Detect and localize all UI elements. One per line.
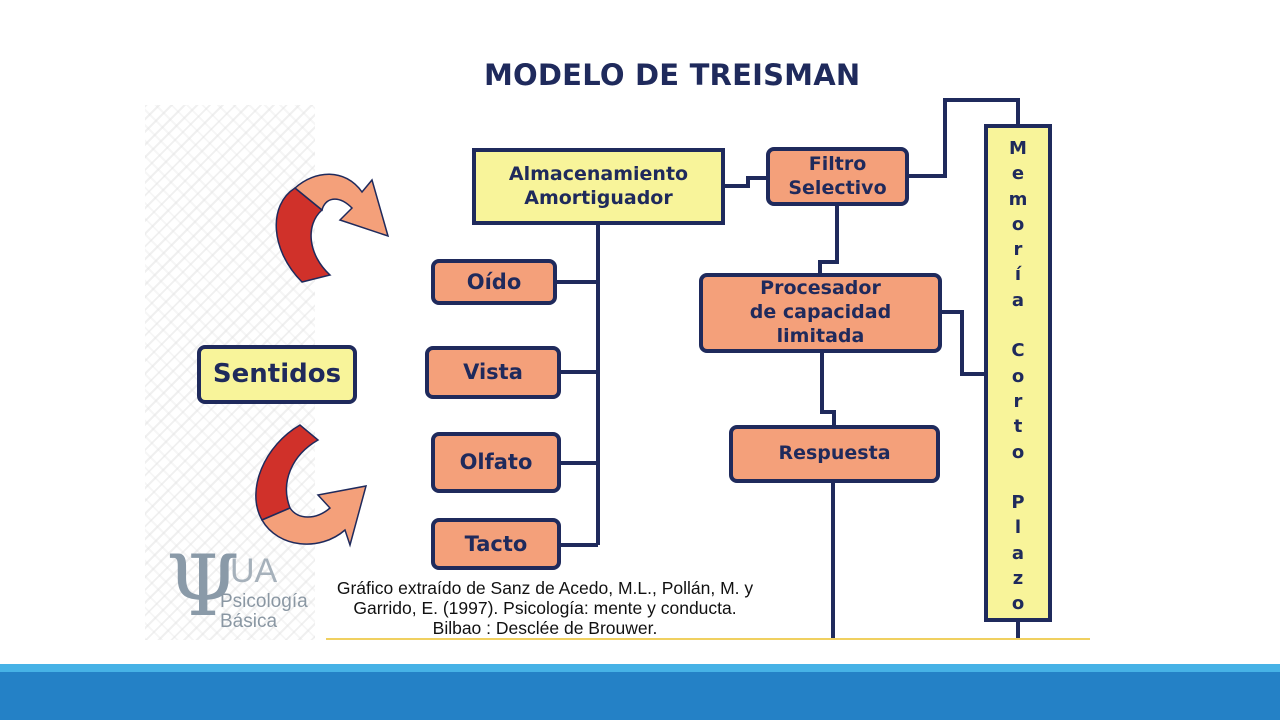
psi-symbol-icon: Ψ — [166, 537, 240, 635]
memoria-letter: r — [1013, 239, 1023, 261]
almacenamiento-line2: Amortiguador — [524, 186, 673, 209]
procesador-line1: Procesador — [760, 277, 881, 300]
memoria-letter: o — [1011, 213, 1025, 235]
psicologia-basica-logo: Ψ UA Psicología Básica — [160, 544, 310, 643]
credit-line2: Garrido, E. (1997). Psicología: mente y … — [353, 598, 737, 618]
memoria-letter: M — [1009, 138, 1027, 159]
memoria-letter: r — [1013, 390, 1023, 412]
node-vista: Vista — [425, 346, 561, 399]
memoria-letter: o — [1011, 593, 1025, 615]
almacenamiento-line1: Almacenamiento — [508, 162, 689, 185]
arrow-top-icon — [275, 173, 390, 283]
credit-line1: Gráfico extraído de Sanz de Acedo, M.L.,… — [336, 578, 754, 598]
node-filtro-selectivo: Filtro Selectivo — [766, 147, 909, 206]
connector-filtro-memoria — [908, 98, 1020, 178]
connector-filtro-procesador — [818, 205, 839, 274]
procesador-line2: de capacidad limitada — [749, 301, 892, 347]
node-oido: Oído — [431, 259, 557, 305]
memoria-letter: m — [1008, 188, 1028, 210]
memoria-letter: t — [1013, 416, 1023, 438]
memoria-letter: a — [1011, 542, 1025, 564]
logo-ua: UA — [230, 552, 278, 590]
connector-procesador-respuesta — [820, 352, 836, 426]
filtro-line1: Filtro — [808, 152, 867, 175]
arrow-bottom-icon — [255, 424, 368, 548]
memoria-letter: P — [1011, 492, 1025, 514]
node-procesador: Procesador de capacidad limitada — [699, 273, 942, 353]
gold-divider — [326, 638, 1090, 640]
connector-procesador-memoria — [941, 310, 984, 376]
node-almacenamiento-amortiguador: Almacenamiento Amortiguador — [472, 148, 725, 225]
node-memoria-corto-plazo: M e m o r í a C o r t o P l a z o — [984, 124, 1052, 622]
logo-line2: Básica — [220, 611, 278, 632]
footer-accent-bar — [0, 664, 1280, 672]
slide-title: MODELO DE TREISMAN — [484, 58, 861, 92]
node-respuesta: Respuesta — [729, 425, 940, 483]
connector-almacen-filtro — [725, 176, 767, 188]
memoria-letter: í — [1014, 264, 1022, 286]
memoria-letter: a — [1011, 289, 1025, 311]
source-credit: Gráfico extraído de Sanz de Acedo, M.L.,… — [300, 578, 790, 638]
node-sentidos: Sentidos — [197, 345, 357, 404]
memoria-letter: z — [1012, 568, 1024, 590]
memoria-letter: e — [1011, 163, 1025, 185]
footer-bar — [0, 672, 1280, 720]
memoria-letter: o — [1011, 441, 1025, 463]
node-tacto: Tacto — [431, 518, 561, 570]
node-olfato: Olfato — [431, 432, 561, 493]
filtro-line2: Selectivo — [788, 176, 887, 199]
logo-line1: Psicología — [220, 591, 308, 612]
credit-line3: Bilbao : Desclée de Brouwer. — [432, 618, 658, 638]
memoria-letter: o — [1011, 365, 1025, 387]
memoria-letter: C — [1011, 340, 1025, 362]
memoria-letter: l — [1014, 517, 1022, 539]
